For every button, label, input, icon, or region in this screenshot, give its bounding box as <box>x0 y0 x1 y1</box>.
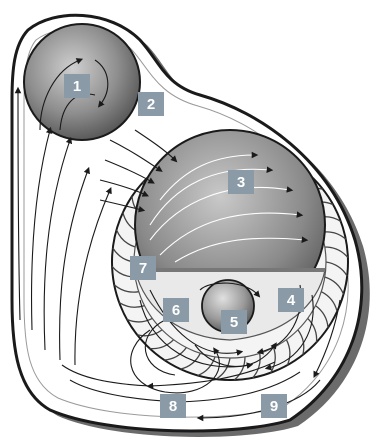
label-1-text: 1 <box>73 78 81 95</box>
label-8-text: 8 <box>169 398 177 415</box>
label-3-text: 3 <box>237 174 245 191</box>
label-6-text: 6 <box>172 302 180 319</box>
label-3: 3 <box>228 170 254 194</box>
label-9-text: 9 <box>270 398 278 415</box>
label-6: 6 <box>163 298 189 322</box>
label-1: 1 <box>64 74 90 98</box>
label-4-text: 4 <box>287 292 296 309</box>
label-7: 7 <box>130 256 156 280</box>
label-4: 4 <box>278 288 304 312</box>
label-2: 2 <box>138 92 164 116</box>
label-9: 9 <box>261 394 287 418</box>
label-7-text: 7 <box>139 260 147 277</box>
label-5-text: 5 <box>230 314 238 331</box>
label-5: 5 <box>221 310 247 334</box>
label-8: 8 <box>160 394 186 418</box>
label-2-text: 2 <box>147 96 155 113</box>
